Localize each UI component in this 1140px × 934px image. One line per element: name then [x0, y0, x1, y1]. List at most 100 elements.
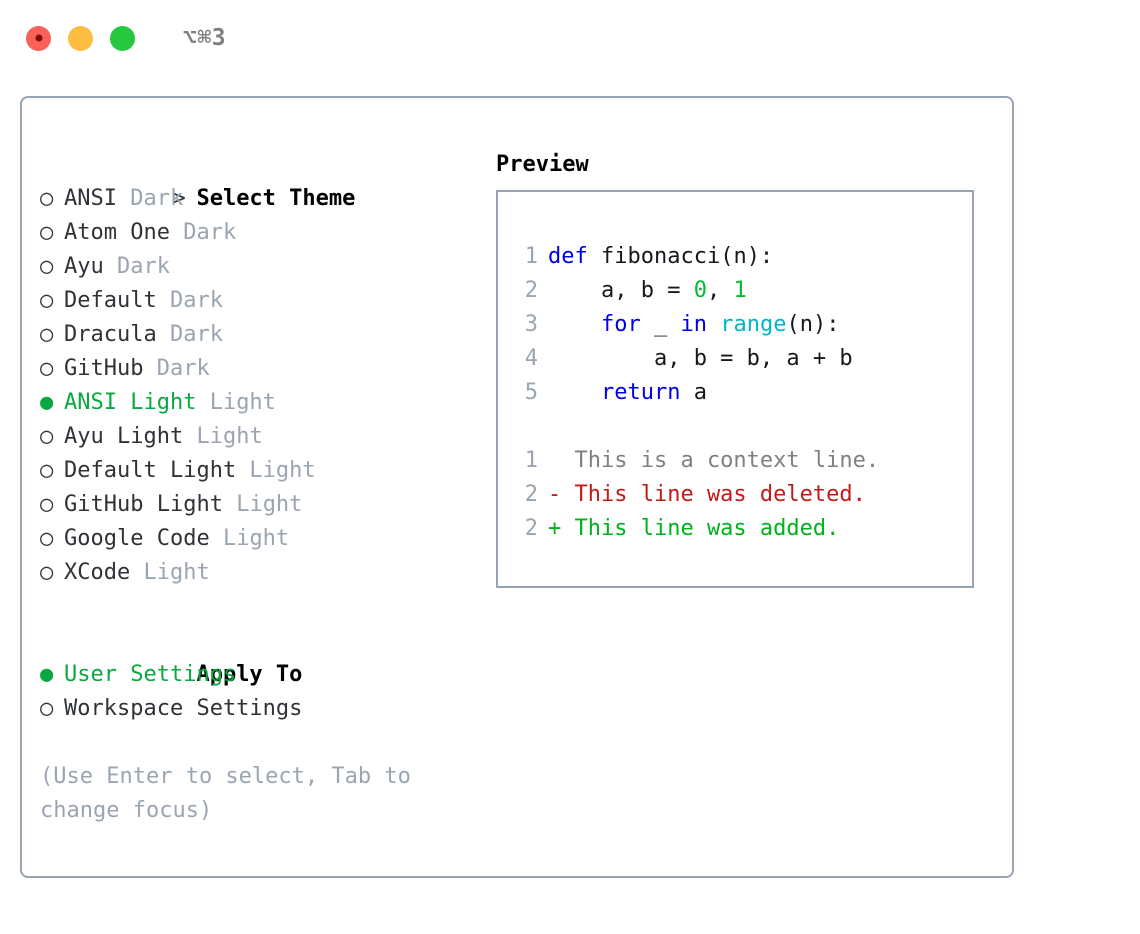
radio-unselected-icon[interactable]: ○	[40, 186, 54, 211]
theme-picker-heading-label: Select Theme	[196, 186, 356, 211]
apply-to-heading: Apply To	[40, 624, 486, 687]
code-token-kw: for	[600, 312, 641, 337]
radio-unselected-icon[interactable]: ○	[40, 220, 54, 245]
code-token-kw: def	[548, 244, 588, 269]
theme-name-label: Atom One	[64, 220, 170, 245]
code-token-plain: (n):	[786, 312, 840, 337]
theme-variant-label: Light	[209, 526, 290, 551]
theme-list-item[interactable]: ○ Ayu Dark	[40, 250, 486, 284]
code-token-kw: return	[600, 380, 681, 405]
theme-picker-heading: > Select Theme	[40, 148, 486, 211]
theme-list: ○ANSI Dark○Atom One Dark○Ayu Dark○Defaul…	[40, 182, 486, 590]
code-token-num: 1	[733, 278, 747, 303]
diff-line: 2+ This line was added.	[516, 512, 972, 546]
theme-name-label: Default	[64, 288, 157, 313]
theme-name-label: GitHub Light	[64, 492, 223, 517]
theme-list-item[interactable]: ○ GitHub Dark	[40, 352, 486, 386]
theme-list-item[interactable]: ○ANSI Dark	[40, 182, 486, 216]
code-diff-spacer	[516, 410, 972, 444]
radio-unselected-icon[interactable]: ○	[40, 322, 54, 347]
title-bar: ⌥⌘3	[0, 0, 1140, 76]
theme-name-label: Google Code	[64, 526, 210, 551]
apply-to-label: User Settings	[64, 662, 237, 687]
theme-name-label: XCode	[64, 560, 131, 585]
theme-variant-label: Dark	[143, 356, 210, 381]
code-line-number: 2	[524, 278, 538, 303]
code-line: 3 for _ in range(n):	[516, 308, 972, 342]
radio-unselected-icon[interactable]: ○	[40, 526, 54, 551]
radio-unselected-icon[interactable]: ○	[40, 560, 54, 585]
theme-list-item[interactable]: ○Atom One Dark	[40, 216, 486, 250]
theme-variant-label: Light	[222, 492, 303, 517]
theme-variant-label: Light	[130, 560, 210, 585]
apply-to-list-item[interactable]: ○ Workspace Settings	[40, 692, 486, 726]
theme-name-label: GitHub	[64, 356, 144, 381]
code-line-number: 5	[524, 380, 538, 405]
theme-list-item[interactable]: ○ Ayu Light Light	[40, 420, 486, 454]
theme-name-label: Ayu Light	[64, 424, 184, 449]
close-window-button[interactable]	[26, 25, 51, 51]
theme-list-item[interactable]: ○ GitHub Light Light	[40, 488, 486, 522]
list-spacer	[40, 590, 486, 624]
radio-selected-icon[interactable]: ●	[40, 662, 54, 687]
radio-unselected-icon[interactable]: ○	[40, 424, 54, 449]
code-token-plain	[548, 380, 601, 405]
window-controls	[26, 25, 135, 51]
theme-variant-label: Dark	[156, 288, 223, 313]
code-line-number: 3	[524, 312, 538, 337]
theme-name-label: Dracula	[64, 322, 157, 347]
code-token-plain	[707, 312, 720, 337]
code-token-kw: in	[680, 312, 707, 337]
code-token-plain: fibonacci(n):	[587, 244, 774, 269]
diff-line-text-add: + This line was added.	[548, 516, 840, 541]
diff-line-number: 1	[524, 448, 538, 473]
theme-variant-label: Dark	[103, 254, 170, 279]
minimize-window-button[interactable]	[68, 25, 93, 51]
radio-unselected-icon[interactable]: ○	[40, 492, 54, 517]
code-line: 4 a, b = b, a + b	[516, 342, 972, 376]
apply-to-heading-label: Apply To	[196, 662, 303, 687]
theme-list-item[interactable]: ●ANSI Light Light	[40, 386, 486, 420]
radio-unselected-icon[interactable]: ○	[40, 696, 54, 721]
preview-diff-block: 1 This is a context line.2- This line wa…	[516, 444, 972, 546]
theme-list-item[interactable]: ○ Google Code Light	[40, 522, 486, 556]
theme-list-item[interactable]: ○ XCode Light	[40, 556, 486, 590]
code-token-num: 0	[693, 278, 707, 303]
main-panel: >Select Theme ○ANSI Dark○Atom One Dark○A…	[20, 96, 1014, 878]
hint-spacer	[40, 726, 486, 760]
diff-line-number: 2	[524, 482, 538, 507]
radio-unselected-icon[interactable]: ○	[40, 288, 54, 313]
theme-name-label: ANSI Light	[64, 390, 197, 415]
code-line: 1 def fibonacci(n):	[516, 240, 972, 274]
code-token-plain: a	[680, 380, 707, 405]
keyboard-shortcut-label: ⌥⌘3	[183, 25, 227, 51]
radio-unselected-icon[interactable]: ○	[40, 458, 54, 483]
radio-unselected-icon[interactable]: ○	[40, 254, 54, 279]
prompt-caret-icon: >	[172, 186, 186, 211]
code-token-plain: _	[640, 312, 681, 337]
theme-list-item[interactable]: ○ Default Dark	[40, 284, 486, 318]
theme-name-label: Default Light	[64, 458, 237, 483]
code-token-plain: a, b = b, a + b	[548, 346, 853, 371]
code-token-fn: range	[720, 312, 787, 337]
apply-to-list-item[interactable]: ● User Settings	[40, 658, 486, 692]
code-token-plain	[548, 312, 601, 337]
radio-selected-icon[interactable]: ●	[40, 390, 54, 415]
diff-line-text-del: - This line was deleted.	[548, 482, 866, 507]
theme-list-item[interactable]: ○Default Light Light	[40, 454, 486, 488]
code-line-number: 4	[524, 346, 538, 371]
theme-list-item[interactable]: ○Dracula Dark	[40, 318, 486, 352]
theme-name-label: Ayu	[64, 254, 104, 279]
theme-picker-column: >Select Theme ○ANSI Dark○Atom One Dark○A…	[22, 98, 486, 876]
zoom-window-button[interactable]	[110, 25, 135, 51]
apply-to-label: Workspace Settings	[64, 696, 303, 721]
radio-unselected-icon[interactable]: ○	[40, 356, 54, 381]
keyboard-hint-text: (Use Enter to select, Tab to change focu…	[40, 764, 425, 823]
code-line-number: 1	[524, 244, 538, 269]
code-line: 2 a, b = 0, 1	[516, 274, 972, 308]
theme-variant-label: Light	[183, 424, 263, 449]
